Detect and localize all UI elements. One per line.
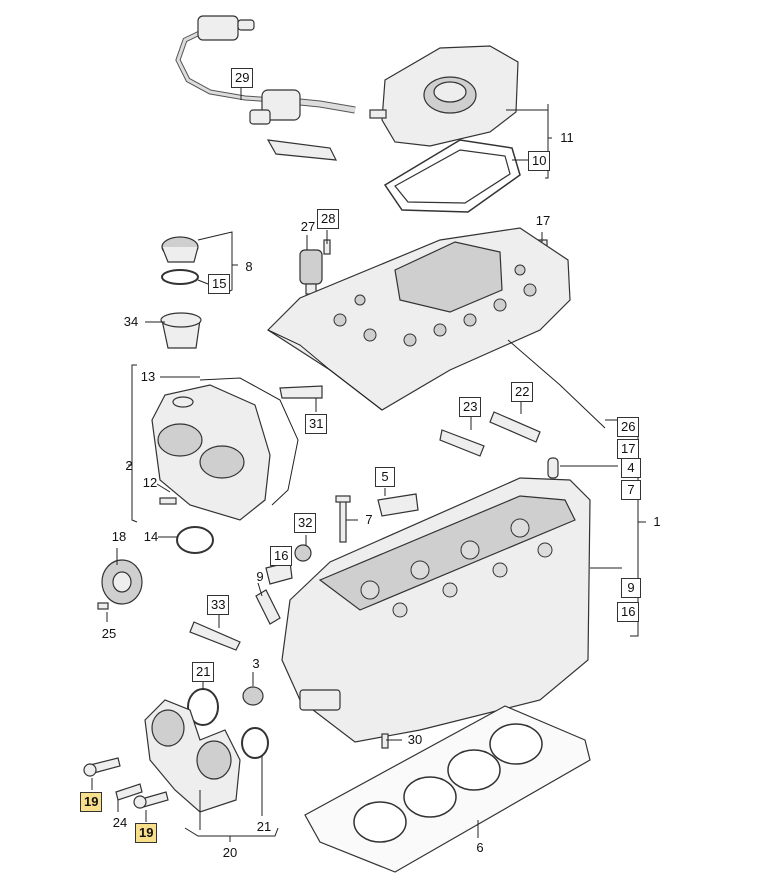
oil-separator-11 [369,45,519,147]
callout-26[interactable]: 26 [617,417,640,437]
callout-10[interactable]: 10 [528,151,551,171]
callout-32[interactable]: 32 [294,513,317,533]
callout-17-right[interactable]: 17 [617,439,640,459]
callout-28[interactable]: 28 [317,209,340,229]
sensor-27 [299,239,331,295]
callout-7-mid[interactable]: 7 [365,512,373,527]
callout-6[interactable]: 6 [476,840,484,855]
callout-17-top[interactable]: 17 [535,213,551,228]
callout-5[interactable]: 5 [375,467,395,487]
callout-21-bottom[interactable]: 21 [256,819,272,834]
callout-9-right[interactable]: 9 [621,578,641,598]
callout-18[interactable]: 18 [111,529,127,544]
oil-filler-cap-8 [160,236,202,349]
separator-gasket-10 [383,139,521,213]
callout-4[interactable]: 4 [621,458,641,478]
callout-15[interactable]: 15 [208,274,231,294]
callout-29[interactable]: 29 [231,68,254,88]
callout-1[interactable]: 1 [653,514,661,529]
callout-13[interactable]: 13 [140,369,156,384]
cylinder-head-cover [267,227,571,411]
leader-lines [91,88,646,842]
callout-21-top[interactable]: 21 [192,662,215,682]
callout-2[interactable]: 2 [125,458,133,473]
timing-cover-2 [151,377,299,521]
callout-25[interactable]: 25 [101,626,117,641]
cylinder-head [281,477,591,743]
callout-31[interactable]: 31 [305,414,328,434]
callout-20[interactable]: 20 [222,845,238,860]
callout-7-right[interactable]: 7 [621,480,641,500]
callout-34[interactable]: 34 [123,314,139,329]
callout-11[interactable]: 11 [560,130,574,145]
callout-16-left[interactable]: 16 [270,546,293,566]
callout-24[interactable]: 24 [112,815,128,830]
callout-3[interactable]: 3 [252,656,260,671]
callout-19-right[interactable]: 19 [135,823,158,843]
callout-12[interactable]: 12 [142,475,158,490]
small-parts [279,385,559,543]
breather-hose-29 [175,15,356,161]
callout-19-left[interactable]: 19 [80,792,103,812]
callout-14[interactable]: 14 [143,529,159,544]
callout-22[interactable]: 22 [511,382,534,402]
callout-30[interactable]: 30 [407,732,423,747]
callout-27[interactable]: 27 [300,219,316,234]
callout-16-right[interactable]: 16 [617,602,640,622]
callout-9-left[interactable]: 9 [256,569,264,584]
callout-8[interactable]: 8 [245,259,253,274]
seal-14 [176,526,214,554]
small-parts-left [189,544,312,706]
head-gasket-6 [304,705,591,873]
callout-23[interactable]: 23 [459,397,482,417]
callout-33[interactable]: 33 [207,595,230,615]
timing-tensioner-20 [83,688,389,813]
hub-18 [97,559,143,610]
